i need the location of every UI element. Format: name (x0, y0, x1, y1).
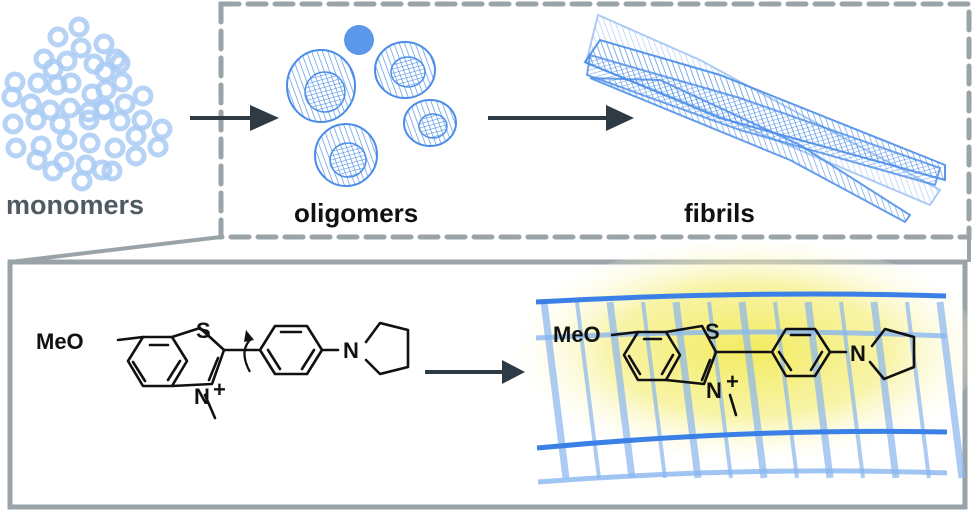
oligomer (403, 99, 457, 147)
monomer (25, 109, 47, 131)
monomer (26, 149, 48, 171)
arrow-binding (425, 360, 525, 384)
monomer (56, 50, 78, 72)
atom-nitrogen-cation: N (706, 378, 722, 403)
monomer-cluster (1, 16, 173, 192)
monomer (132, 85, 154, 107)
crossbar (540, 301, 570, 479)
monomer (53, 151, 75, 173)
atom-sulfur: S (705, 319, 720, 344)
monomer (68, 16, 90, 38)
oligomer (374, 41, 436, 99)
monomer (91, 159, 113, 181)
fibril-bundle (583, 13, 946, 224)
monomer (105, 48, 127, 70)
oligomer (314, 123, 378, 187)
monomer (5, 137, 27, 159)
atom-charge: + (726, 369, 739, 394)
oligomer (286, 49, 356, 123)
monomer (27, 72, 49, 94)
monomers-label: monomers (6, 190, 144, 220)
monomer (2, 113, 24, 135)
fibril-strand (537, 468, 948, 485)
monomer (125, 145, 147, 167)
monomer (93, 33, 115, 55)
fibril-binding-site (520, 240, 975, 485)
atom-sulfur: S (196, 318, 211, 343)
monomer (56, 129, 78, 151)
atom-charge: + (213, 377, 226, 402)
atom-methoxy: MeO (553, 322, 601, 347)
crossbar (575, 301, 601, 479)
monomer (111, 71, 133, 93)
crossbar (905, 301, 931, 479)
oligomers-label: oligomers (294, 198, 418, 228)
fibril-strand (535, 329, 947, 341)
fibrils-label: fibrils (684, 198, 755, 228)
crossbar (606, 301, 636, 479)
monomer (49, 113, 71, 135)
dye-molecule-free: MeO S N + N (36, 318, 410, 420)
monomer (104, 137, 126, 159)
fibril-strand (535, 291, 947, 305)
monomer (109, 110, 131, 132)
monomer (70, 37, 92, 59)
monomer (39, 99, 61, 121)
arrow-monomers-to-oligomers (190, 105, 279, 131)
arrow-oligomers-to-fibrils (488, 105, 634, 131)
monomer (60, 72, 82, 94)
monomer (101, 160, 123, 182)
aggregation-frame (218, 1, 972, 240)
monomer (1, 86, 23, 108)
monomer (95, 79, 117, 101)
atom-nitrogen-cation: N (194, 384, 210, 409)
monomer (125, 125, 147, 147)
atom-amine-nitrogen: N (343, 338, 359, 363)
crossbar (936, 301, 966, 479)
monomer (78, 109, 100, 131)
oligomer (344, 25, 374, 55)
fibril-strand (536, 428, 948, 451)
atom-methoxy: MeO (36, 329, 84, 354)
monomer (59, 97, 81, 119)
monomer (47, 26, 69, 48)
monomer (71, 170, 93, 192)
monomer (114, 93, 136, 115)
atom-amine-nitrogen: N (850, 341, 866, 366)
monomer (147, 136, 169, 158)
monomer (79, 132, 101, 154)
zoom-connector (9, 235, 222, 264)
oligomer-cluster (286, 25, 457, 187)
monomer (151, 118, 173, 140)
dye-molecule-bound: MeO S N + N (553, 319, 916, 417)
monomer (93, 99, 115, 121)
